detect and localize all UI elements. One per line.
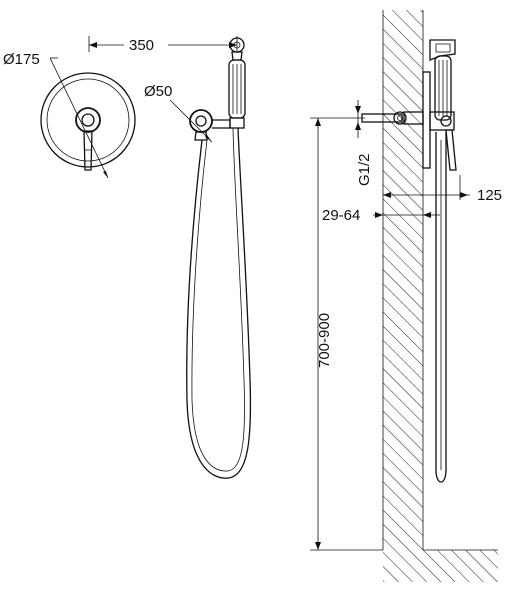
bracket-diameter-label: Ø50 bbox=[144, 83, 172, 100]
height-dimension-label: 700-900 bbox=[316, 313, 333, 368]
flange-diameter-label: Ø175 bbox=[3, 51, 40, 68]
wall-flange-front-view bbox=[40, 57, 136, 179]
height-dimension bbox=[310, 117, 383, 551]
hand-shower-front-view bbox=[212, 37, 246, 129]
flange-inner-circle bbox=[46, 78, 130, 162]
wall-depth-dimension-label: 29-64 bbox=[322, 207, 360, 224]
valve-hub-inner bbox=[81, 113, 95, 127]
flange-outer-circle bbox=[40, 72, 136, 168]
spacing-dimension-label: 350 bbox=[129, 37, 154, 54]
flange-diameter-leader bbox=[49, 57, 109, 179]
valve-hub bbox=[75, 107, 101, 133]
wall-bracket-front-view bbox=[169, 99, 213, 143]
thread-dimension-label: G1/2 bbox=[356, 153, 373, 186]
spacing-dimension bbox=[88, 36, 238, 52]
projection-dimension bbox=[383, 175, 470, 200]
valve-lever bbox=[83, 130, 93, 171]
fixture-side-view bbox=[361, 39, 457, 483]
wall-section bbox=[382, 10, 498, 582]
hose-front-view bbox=[186, 127, 252, 479]
projection-dimension-label: 125 bbox=[477, 187, 502, 204]
wall-depth-dimension bbox=[373, 212, 440, 218]
thread-dimension bbox=[355, 100, 361, 138]
